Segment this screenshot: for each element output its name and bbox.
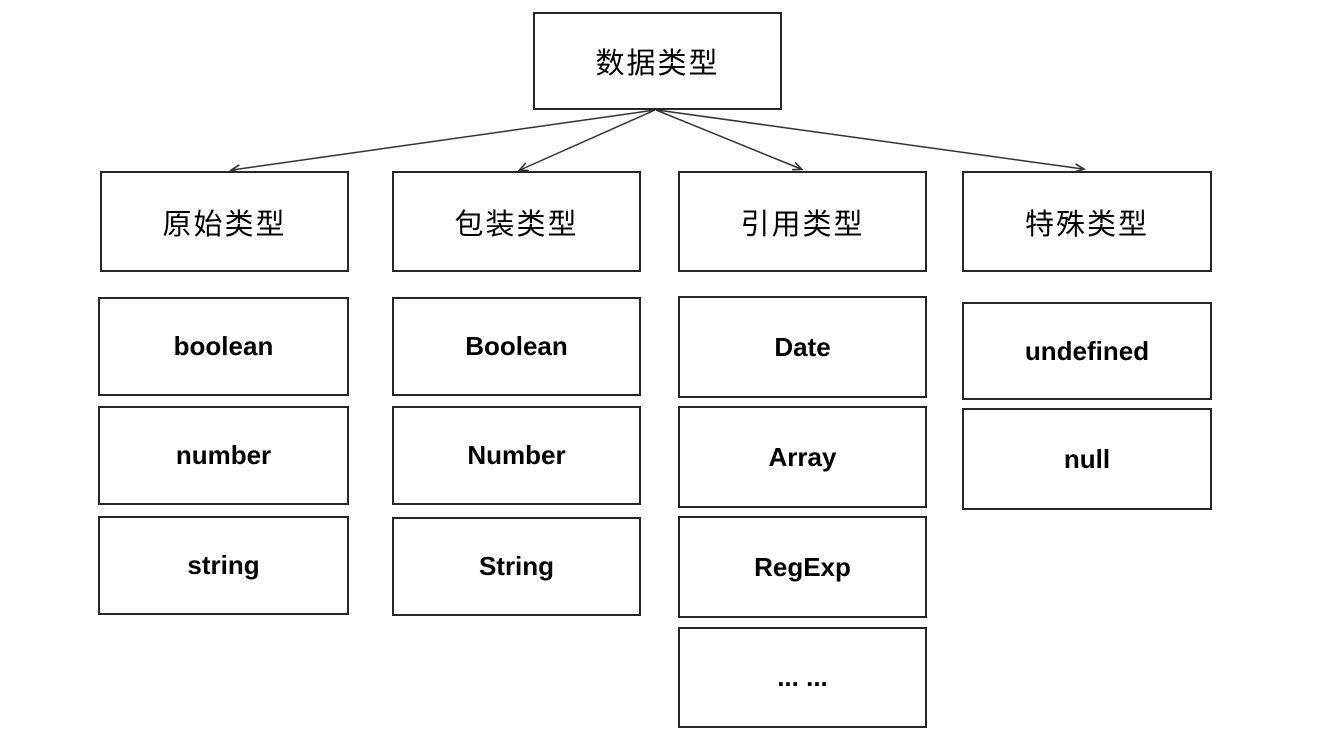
category-node-wrapper-types: 包装类型: [392, 171, 641, 272]
category-node-reference-types: 引用类型: [678, 171, 927, 272]
item-node-null: null: [962, 408, 1212, 510]
item-label: number: [175, 440, 272, 470]
item-label: null: [1063, 443, 1111, 474]
arrow-root-to-special: [656, 109, 1086, 173]
item-label: String: [478, 551, 555, 581]
item-label: Number: [467, 440, 566, 470]
category-label: 原始类型: [162, 206, 287, 241]
arrow-root-to-primitive: [229, 109, 656, 174]
category-label: 包装类型: [454, 206, 579, 241]
item-node-Date: Date: [678, 296, 927, 398]
item-label: Date: [774, 331, 831, 362]
arrow-root-to-reference: [655, 109, 804, 171]
item-label: RegExp: [754, 551, 851, 582]
item-label: ... ...: [777, 662, 828, 692]
item-node-ellipsis: ... ...: [678, 627, 927, 728]
category-label: 引用类型: [740, 206, 865, 241]
root-node-label: 数据类型: [595, 46, 720, 80]
category-node-special-types: 特殊类型: [962, 171, 1212, 272]
item-label: boolean: [173, 331, 274, 361]
item-node-Number: Number: [392, 406, 641, 505]
root-node-data-types: 数据类型: [533, 12, 782, 110]
item-node-Boolean: Boolean: [392, 297, 641, 396]
item-node-number: number: [98, 406, 349, 505]
item-label: string: [187, 550, 260, 580]
item-node-RegExp: RegExp: [678, 516, 927, 618]
item-node-Array: Array: [678, 406, 927, 508]
item-label: undefined: [1024, 335, 1150, 366]
category-label: 特殊类型: [1024, 206, 1149, 241]
item-node-string: string: [98, 516, 349, 615]
item-node-undefined: undefined: [962, 302, 1212, 400]
item-label: Array: [768, 441, 837, 472]
item-node-String: String: [392, 517, 641, 616]
item-label: Boolean: [465, 331, 568, 361]
arrow-root-to-wrapper: [517, 109, 656, 172]
item-node-boolean: boolean: [98, 297, 349, 396]
category-node-primitive-types: 原始类型: [100, 171, 349, 272]
